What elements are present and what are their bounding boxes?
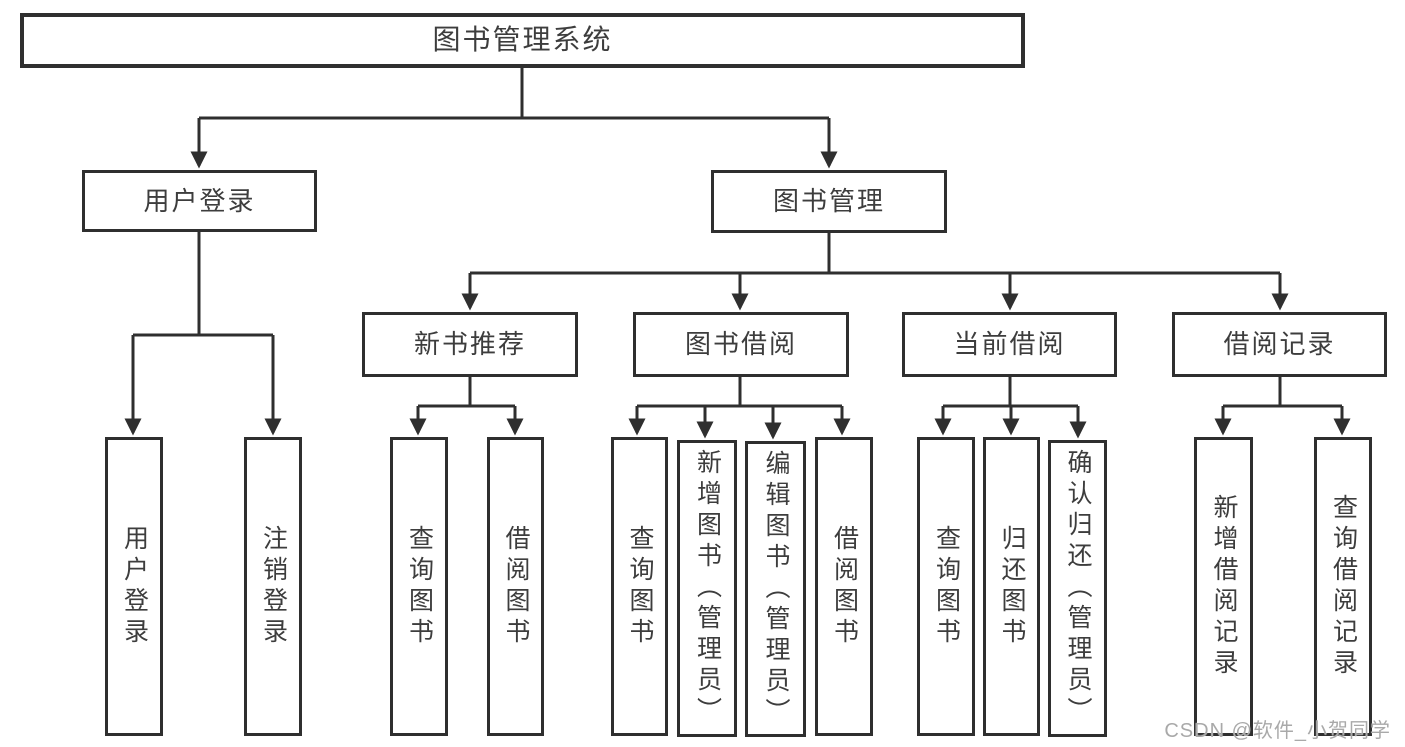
node-user-login: 用户登录	[82, 170, 317, 232]
node-leaf-confirm-return-admin: 确认归还（管理员）	[1048, 440, 1107, 737]
node-system: 图书管理系统	[20, 13, 1025, 68]
node-leaf-user-login: 用户登录	[105, 437, 163, 736]
node-leaf-logout: 注销登录	[244, 437, 302, 736]
node-leaf-query-books-current: 查询图书	[917, 437, 975, 736]
node-leaf-borrow-books: 借阅图书	[815, 437, 873, 736]
node-leaf-add-borrow-record: 新增借阅记录	[1194, 437, 1253, 736]
node-leaf-query-books-recommend: 查询图书	[390, 437, 448, 736]
node-current-borrowing: 当前借阅	[902, 312, 1117, 377]
node-book-management: 图书管理	[711, 170, 947, 233]
node-leaf-borrow-books-recommend: 借阅图书	[487, 437, 544, 736]
node-new-book-recommend: 新书推荐	[362, 312, 578, 377]
node-book-borrowing: 图书借阅	[633, 312, 849, 377]
node-borrowing-records: 借阅记录	[1172, 312, 1387, 377]
node-leaf-query-books-borrow: 查询图书	[611, 437, 668, 736]
node-leaf-add-books-admin: 新增图书（管理员）	[677, 440, 737, 737]
node-leaf-edit-books-admin: 编辑图书（管理员）	[745, 441, 806, 737]
csdn-watermark: CSDN @软件_小贺同学	[1164, 720, 1391, 742]
node-leaf-return-books: 归还图书	[983, 437, 1040, 736]
node-leaf-query-borrow-record: 查询借阅记录	[1314, 437, 1372, 736]
